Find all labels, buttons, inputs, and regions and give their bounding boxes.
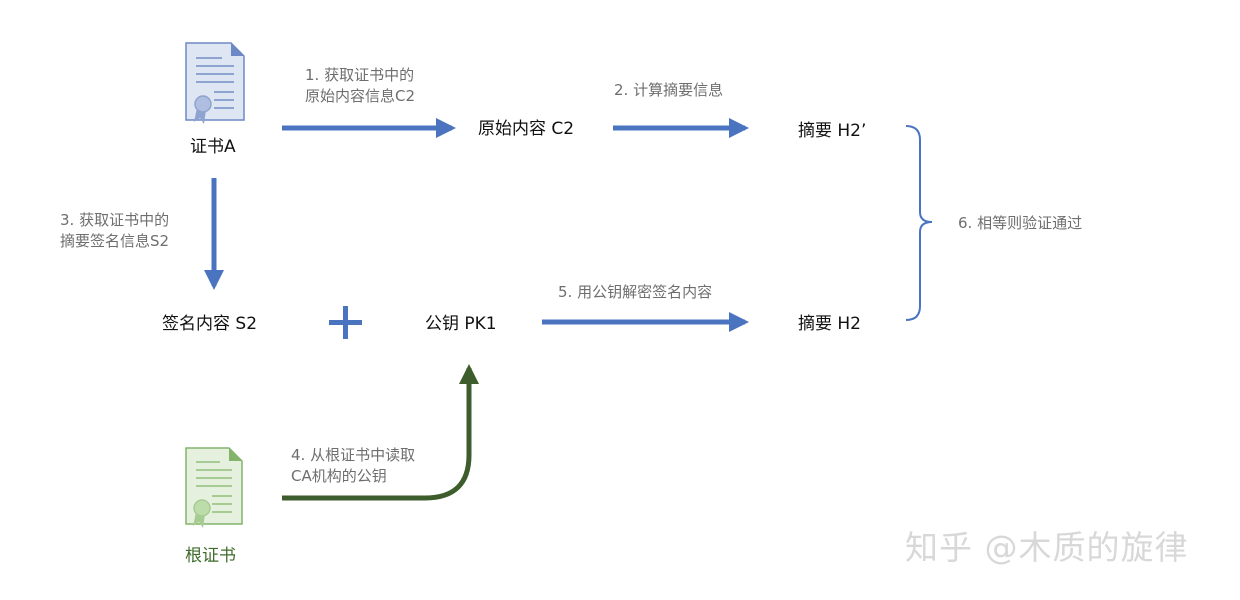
step-4-line-2: CA机构的公钥 bbox=[291, 467, 387, 485]
arrow-root-to-pubkey bbox=[282, 364, 479, 501]
node-public-key: 公钥 PK1 bbox=[425, 314, 497, 334]
step-1-line-1: 1. 获取证书中的 bbox=[305, 66, 415, 84]
node-digest-h2: 摘要 H2 bbox=[798, 314, 862, 334]
step-2: 2. 计算摘要信息 bbox=[614, 81, 724, 99]
node-signature-content: 签名内容 S2 bbox=[162, 314, 258, 334]
node-certificate-a: 证书A bbox=[190, 137, 236, 157]
root-certificate-icon bbox=[185, 447, 243, 528]
right-brace bbox=[905, 125, 933, 321]
plus-icon bbox=[329, 306, 362, 339]
node-original-content: 原始内容 C2 bbox=[478, 119, 575, 139]
watermark: 知乎 @木质的旋律 bbox=[905, 528, 1189, 567]
step-3-line-1: 3. 获取证书中的 bbox=[60, 211, 170, 229]
node-digest-h2-prime: 摘要 H2’ bbox=[798, 121, 867, 141]
certificate-document-icon bbox=[185, 42, 245, 124]
step-6: 6. 相等则验证通过 bbox=[958, 214, 1083, 232]
step-3-line-2: 摘要签名信息S2 bbox=[60, 232, 170, 250]
node-root-certificate: 根证书 bbox=[185, 546, 236, 566]
step-1-line-2: 原始内容信息C2 bbox=[305, 87, 416, 105]
step-4-line-1: 4. 从根证书中读取 bbox=[291, 446, 416, 464]
step-5: 5. 用公钥解密签名内容 bbox=[558, 283, 713, 301]
